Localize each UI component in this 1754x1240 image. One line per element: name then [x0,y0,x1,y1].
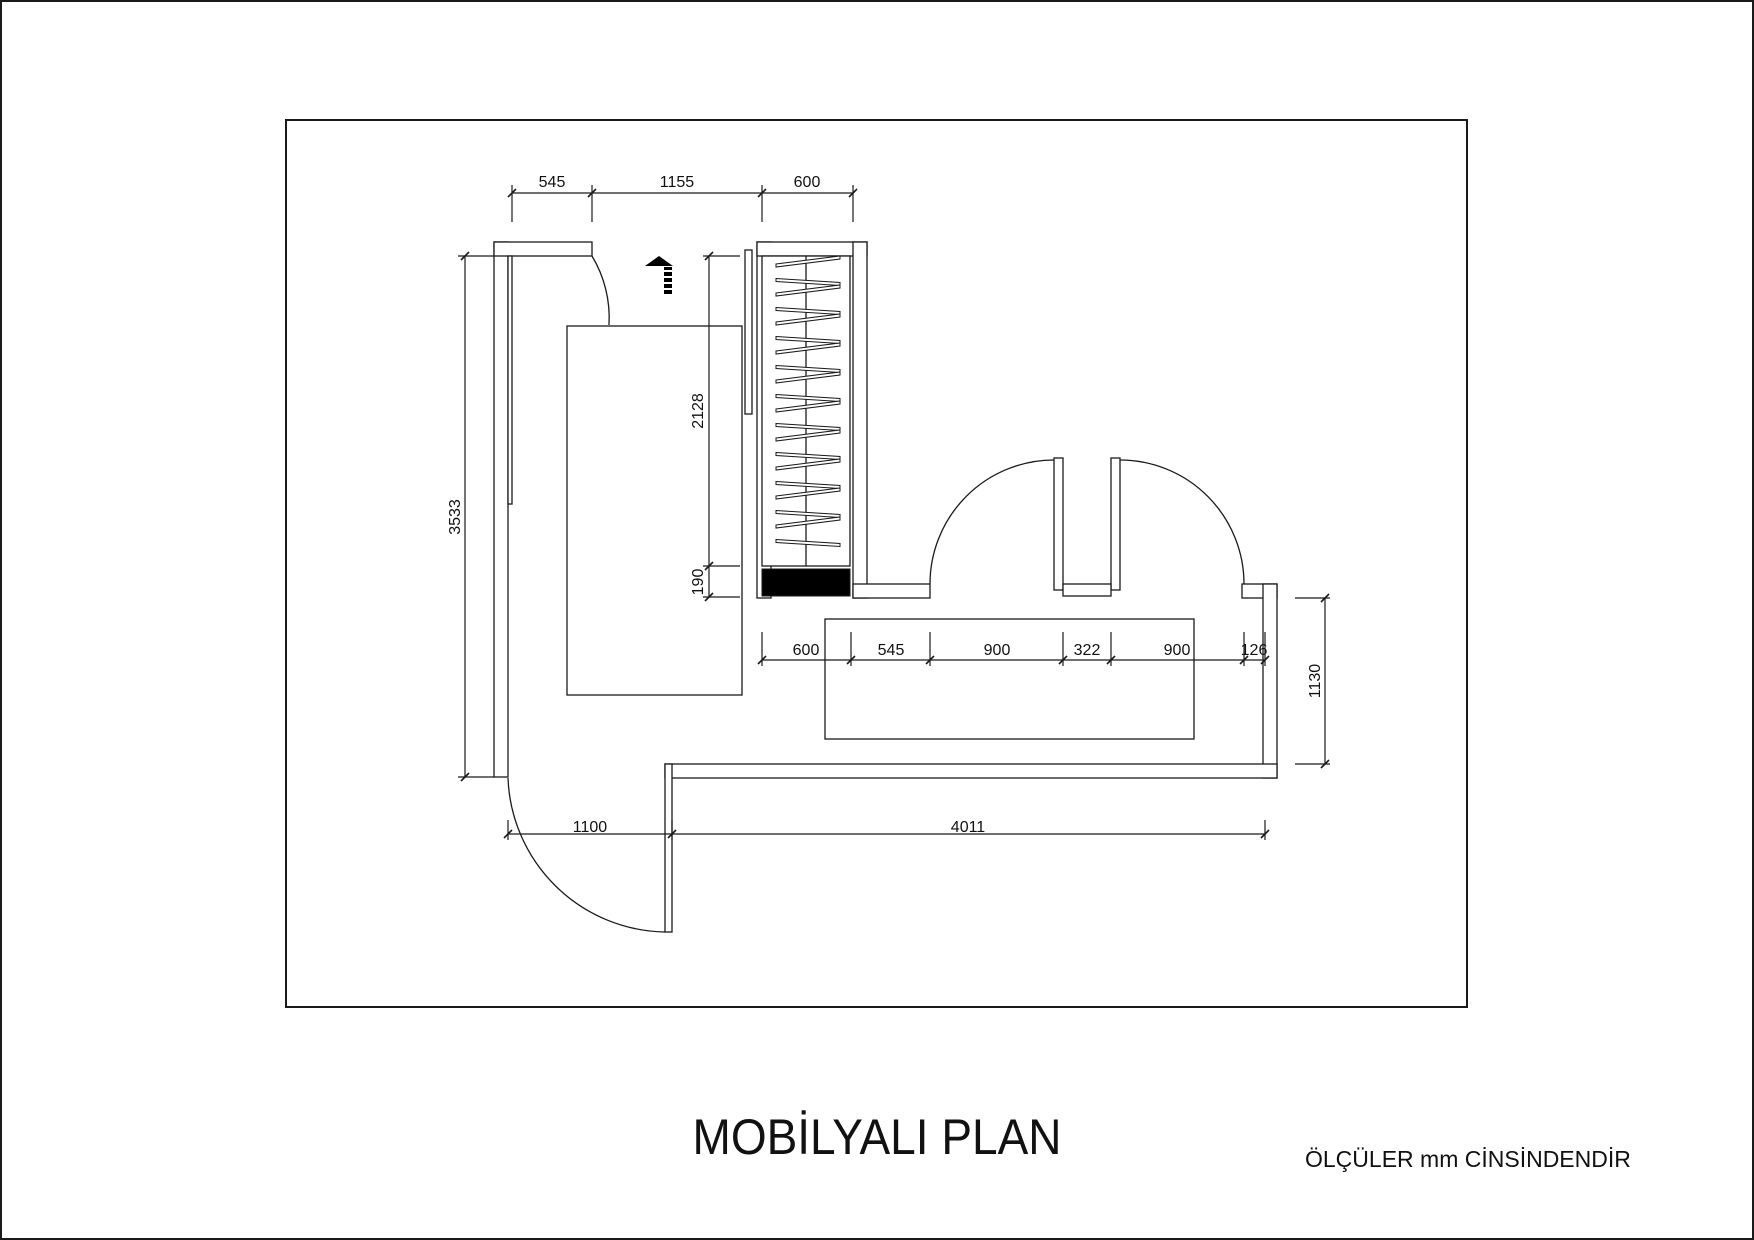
wall-pillar-stub [1062,583,1112,597]
door-swings [507,255,1245,933]
hanger [775,342,841,355]
hanger [775,255,841,268]
dim-mid-322: 322 [1074,642,1101,659]
hanger [775,487,841,500]
hanger [775,400,841,413]
counter-right [824,618,1195,740]
wall-pillar-left [1053,457,1064,591]
dim-top-1155: 1155 [660,174,695,191]
table-left [566,325,743,696]
wall-pillar-right [1110,457,1121,591]
door-swing-top [591,255,610,326]
hanger [775,371,841,384]
units-note: ÖLÇÜLER mm CİNSİNDENDİR [1305,1146,1631,1172]
dim-top-545: 545 [539,174,566,191]
wall-wardrobe-right [852,241,868,599]
sliding-panel-wardrobe [744,249,753,415]
wall-mid-left [852,583,931,599]
dim-mid-545: 545 [878,642,905,659]
door-swing-entrance [507,777,666,933]
page-title: MOBİLYALI PLAN [692,1109,1062,1165]
up-arrow-icon [645,256,673,294]
dim-mid-900b: 900 [1164,642,1191,659]
dim-right-1130: 1130 [1307,664,1324,699]
dimension-lines [458,185,1330,840]
hanger [775,429,841,442]
hanger [775,538,841,548]
walls [493,241,1278,933]
wardrobe-hangers [775,255,841,548]
wardrobe-base [761,568,851,597]
dim-wardrobe-190: 190 [690,569,707,596]
dim-top-600: 600 [794,174,821,191]
dim-bottom-1100: 1100 [573,819,608,836]
wall-top-left [493,241,593,257]
dim-mid-126: 126 [1241,642,1268,659]
wall-entrance [664,763,673,933]
hanger [775,458,841,471]
dim-mid-600: 600 [793,642,820,659]
dim-mid-900a: 900 [984,642,1011,659]
door-swing-right [1119,459,1245,585]
door-swing-center [929,459,1055,585]
wall-right [1262,583,1278,779]
drawing-frame [285,119,1468,1008]
dim-bottom-4011: 4011 [951,819,986,836]
wall-left [493,241,509,778]
dim-left-3533: 3533 [447,499,464,535]
hanger [775,284,841,297]
dimension-ticks [460,188,1330,839]
furniture [507,249,1195,740]
hanger [775,313,841,326]
wall-top-wardrobe [756,241,868,257]
dim-wardrobe-2128: 2128 [690,393,707,429]
wall-bottom [664,763,1278,779]
dimension-texts: 545 1155 600 3533 2128 190 600 545 900 3… [447,174,1324,836]
hanger [775,516,841,529]
sliding-panel-left [507,255,513,505]
